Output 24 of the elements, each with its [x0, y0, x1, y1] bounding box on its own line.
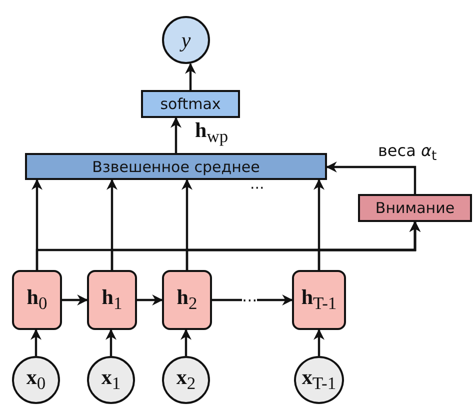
- input-circle: x$_{T-1}$: [294, 356, 344, 404]
- input-circle: x$_{2}$: [162, 356, 210, 404]
- arrow: [185, 62, 196, 90]
- arrow: [30, 328, 42, 356]
- arrow: [314, 328, 324, 356]
- arrow: [212, 294, 294, 306]
- arrow: [180, 328, 192, 356]
- input-circle: x$_{0}$: [12, 356, 60, 404]
- attention-box: Внимание: [358, 194, 472, 222]
- softmax-box: softmax: [141, 90, 240, 118]
- hidden-state-box: h$_{T-1}$: [292, 270, 346, 330]
- arrow: [137, 294, 164, 306]
- hidden-state-box: h$_{0}$: [12, 270, 62, 330]
- weighted-average-box: Взвешенное среднее: [25, 153, 327, 180]
- arrow: [326, 162, 416, 194]
- arrow: [62, 294, 88, 306]
- arrow: [318, 220, 420, 270]
- input-circle: x$_{1}$: [87, 356, 135, 404]
- hidden-state-box: h$_{2}$: [162, 270, 212, 330]
- edge-label: h$_{wp}$: [195, 120, 228, 146]
- arrow: [106, 328, 116, 356]
- output-circle: y: [162, 16, 210, 64]
- hidden-state-box: h$_{1}$: [87, 270, 137, 330]
- arrow: [170, 116, 182, 153]
